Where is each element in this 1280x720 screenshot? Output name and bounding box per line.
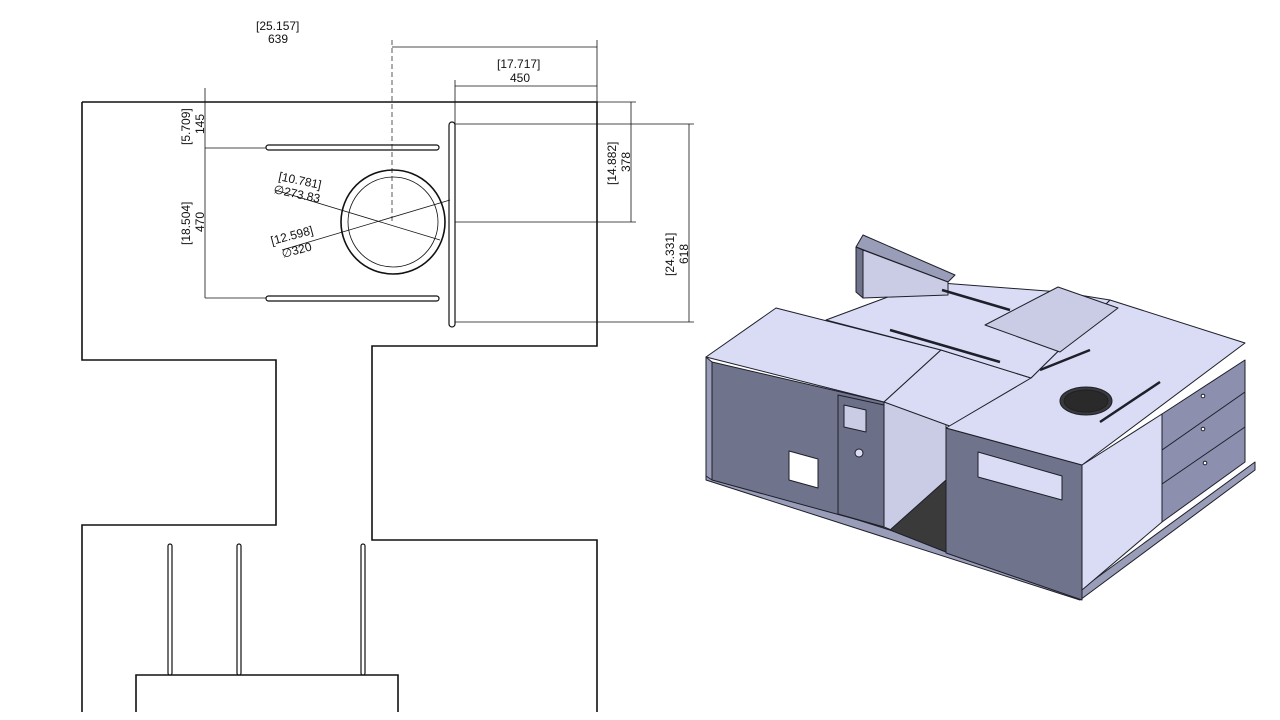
dim-right-outer-height-mm: 618 xyxy=(677,244,691,264)
drawer-knob-top xyxy=(1200,393,1206,399)
dim-slot-span-mm: 470 xyxy=(193,212,207,232)
door-knob xyxy=(854,448,864,458)
upper-horizontal-slot xyxy=(265,144,440,151)
small-door-window xyxy=(843,404,867,433)
square-window xyxy=(788,450,819,489)
dim-right-inner-height-inch: [14.882] xyxy=(605,142,619,185)
lower-slot-middle xyxy=(236,543,242,676)
dim-right-inner-height-mm: 378 xyxy=(619,152,633,172)
flat-pattern-drawing: [25.157] 639 [17.717] 450 [5.709] 145 [1… xyxy=(81,19,694,712)
dim-overall-width-mm: 639 xyxy=(268,32,288,46)
dim-right-outer-height-inch: [24.331] xyxy=(663,233,677,276)
top-raised-box xyxy=(984,286,1119,353)
rear-frame-post xyxy=(855,246,864,299)
dim-top-offset-mm: 145 xyxy=(193,114,207,134)
outer-circle-cutout xyxy=(340,169,446,275)
dim-right-section-mm: 450 xyxy=(510,71,530,85)
top-slot-1 xyxy=(941,288,1011,312)
inner-circle-cutout xyxy=(347,176,439,268)
isometric-cabinet-model xyxy=(705,234,1256,601)
dim-overall-width-inch: [25.157] xyxy=(256,19,299,33)
rear-frame-inner xyxy=(862,249,949,299)
dim-slot-span-inch: [18.504] xyxy=(179,202,193,245)
lower-slot-right xyxy=(360,543,366,676)
top-slot-3 xyxy=(1039,348,1091,372)
top-right-surface xyxy=(945,299,1246,466)
top-slot-4 xyxy=(1099,380,1161,424)
lower-slot-left xyxy=(167,543,173,676)
outer-diameter-leader xyxy=(281,199,451,251)
inner-diameter-leader xyxy=(274,189,441,241)
drawer-knob-middle xyxy=(1200,426,1206,432)
drawer-stack-side xyxy=(1161,359,1246,523)
dimension-lines xyxy=(200,40,694,323)
lower-tab-outline xyxy=(135,674,399,712)
drawer-knob-bottom xyxy=(1202,460,1208,466)
left-edge-strip xyxy=(705,356,713,481)
vertical-divider-slot xyxy=(448,121,456,328)
flat-pattern-outline xyxy=(81,101,598,712)
rounded-panel-window xyxy=(977,451,1063,501)
top-slot-2 xyxy=(889,328,1001,364)
dim-top-offset-inch: [5.709] xyxy=(179,108,193,145)
dim-right-section-inch: [17.717] xyxy=(497,57,540,71)
lower-horizontal-slot xyxy=(265,295,440,302)
